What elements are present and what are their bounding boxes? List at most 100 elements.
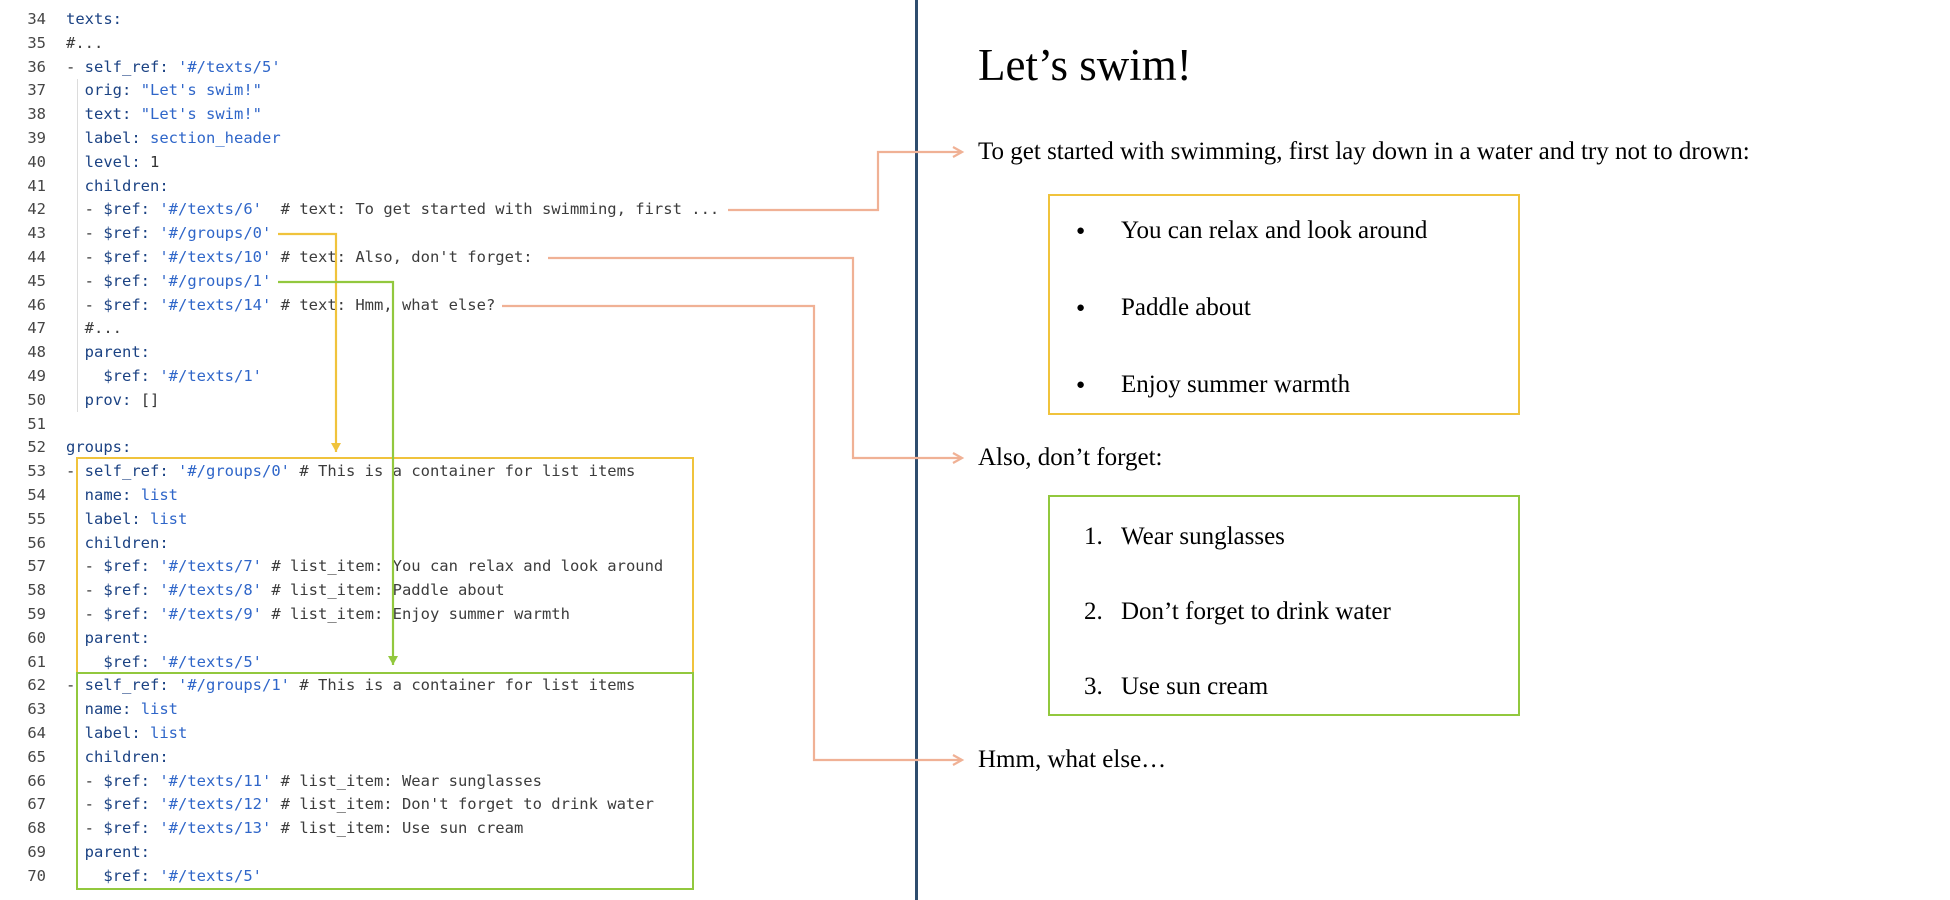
code-text: - $ref: '#/groups/1': [66, 271, 272, 290]
code-text: label: section_header: [84, 128, 281, 147]
third-paragraph: Hmm, what else…: [978, 746, 1167, 773]
line-number: 61: [27, 652, 46, 671]
line-number: 70: [27, 866, 46, 885]
line-number: 37: [27, 81, 46, 100]
code-text: texts:: [66, 10, 122, 28]
line-number: 55: [27, 509, 46, 528]
numbered-list-box: 1. Wear sunglasses 2.Don’t forget to drink…: [1048, 495, 1520, 716]
code-text: - self_ref: '#/texts/5': [66, 57, 281, 76]
indent-guide: [77, 79, 78, 412]
code-line: 38 text: "Let's swim!": [0, 103, 915, 127]
line-number: 59: [27, 604, 46, 623]
code-line: 44 - $ref: '#/texts/10' # text: Also, do…: [0, 246, 915, 270]
code-line: 41 children:: [0, 175, 915, 199]
list-item: 1. Wear sunglasses: [1050, 522, 1518, 552]
line-number: 54: [27, 485, 46, 504]
code-text: label: list: [84, 509, 188, 528]
code-line: 52 groups:: [0, 436, 915, 460]
code-line: 63 name: list: [0, 698, 915, 722]
code-line: 47 #...: [0, 317, 915, 341]
code-line: 45 - $ref: '#/groups/1': [0, 270, 915, 294]
list-item-text: Wear sunglasses: [1121, 523, 1285, 550]
code-line: 34 texts:: [0, 8, 915, 32]
code-text: - $ref: '#/texts/10' # text: Also, don't…: [66, 247, 533, 266]
line-number: 41: [27, 176, 46, 195]
code-text: parent:: [84, 628, 150, 647]
groups-0-highlight-box: [76, 457, 694, 674]
code-line: 69 parent:: [0, 841, 915, 865]
code-line: 37 orig: "Let's swim!": [0, 79, 915, 103]
line-number: 58: [27, 581, 46, 600]
line-number: 51: [27, 414, 46, 433]
code-text: $ref: '#/texts/5': [103, 652, 262, 671]
list-item: 2.Don’t forget to drink water: [1050, 597, 1518, 627]
list-item: 3.Use sun cream: [1050, 672, 1518, 702]
code-text: orig: "Let's swim!": [84, 81, 263, 100]
line-number: 68: [27, 819, 46, 838]
line-number: 43: [27, 224, 46, 243]
code-text: name: list: [84, 485, 179, 504]
code-text: $ref: '#/texts/5': [103, 866, 262, 885]
item-number: 3.: [1084, 673, 1103, 700]
line-number: 52: [27, 438, 46, 457]
code-line: 64 label: list: [0, 722, 915, 746]
item-number: 1.: [1084, 523, 1103, 550]
code-text: parent:: [84, 842, 150, 861]
code-text: prov: []: [84, 390, 160, 409]
line-number: 35: [27, 33, 46, 52]
code-line: 50 prov: []: [0, 389, 915, 413]
code-text: [46, 413, 66, 437]
line-number: 42: [27, 200, 46, 219]
line-number: 67: [27, 795, 46, 814]
code-text: - $ref: '#/texts/11' # list_item: Wear s…: [66, 771, 542, 790]
line-number: 66: [27, 771, 46, 790]
code-line: 60 parent:: [0, 627, 915, 651]
line-number: 69: [27, 842, 46, 861]
bullet-icon: ●: [1076, 377, 1086, 393]
code-line: 35 #...: [0, 32, 915, 56]
code-text: - $ref: '#/texts/13' # list_item: Use su…: [66, 819, 524, 838]
line-number: 38: [27, 105, 46, 124]
line-number: 64: [27, 723, 46, 742]
code-text: parent:: [84, 343, 150, 362]
line-number: 53: [27, 462, 46, 481]
code-text: #...: [66, 33, 104, 52]
code-text: name: list: [84, 700, 179, 719]
code-text: #...: [84, 319, 122, 338]
line-number: 57: [27, 557, 46, 576]
bullet-list-box: ● You can relax and look around ●Paddle ab…: [1048, 194, 1520, 415]
code-text: - $ref: '#/groups/0': [66, 224, 272, 243]
code-text: children:: [84, 747, 169, 766]
code-line: 36 - self_ref: '#/texts/5': [0, 56, 915, 80]
code-line: 43 - $ref: '#/groups/0': [0, 222, 915, 246]
list-item-text: Don’t forget to drink water: [1121, 598, 1391, 625]
code-text: groups:: [66, 438, 132, 457]
bullet-list: ● You can relax and look around ●Paddle ab…: [1050, 196, 1518, 400]
code-line: 42 - $ref: '#/texts/6' # text: To get st…: [0, 198, 915, 222]
code-line: 67 - $ref: '#/texts/12' # list_item: Don…: [0, 793, 915, 817]
code-text: $ref: '#/texts/1': [103, 366, 262, 385]
line-number: 56: [27, 533, 46, 552]
line-number: 44: [27, 247, 46, 266]
code-text: label: list: [84, 723, 188, 742]
code-line: 66 - $ref: '#/texts/11' # list_item: Wea…: [0, 770, 915, 794]
line-number: 45: [27, 271, 46, 290]
line-number: 47: [27, 319, 46, 338]
code-line: 68 - $ref: '#/texts/13' # list_item: Use…: [0, 817, 915, 841]
code-line: 55 label: list: [0, 508, 915, 532]
code-line: 49 $ref: '#/texts/1': [0, 365, 915, 389]
line-number: 63: [27, 700, 46, 719]
code-line: 61 $ref: '#/texts/5': [0, 651, 915, 675]
code-line: 70 $ref: '#/texts/5': [0, 865, 915, 889]
intro-paragraph: To get started with swimming, first lay …: [978, 138, 1750, 165]
line-number: 60: [27, 628, 46, 647]
code-text: - $ref: '#/texts/6' # text: To get start…: [66, 200, 720, 219]
line-number: 36: [27, 57, 46, 76]
code-line: 39 label: section_header: [0, 127, 915, 151]
list-item-text: You can relax and look around: [1121, 217, 1428, 244]
list-item: ●Paddle about: [1050, 293, 1518, 323]
bullet-icon: ●: [1076, 223, 1086, 239]
line-number: 65: [27, 747, 46, 766]
line-number: 34: [27, 10, 46, 28]
list-item-text: Enjoy summer warmth: [1121, 371, 1351, 398]
